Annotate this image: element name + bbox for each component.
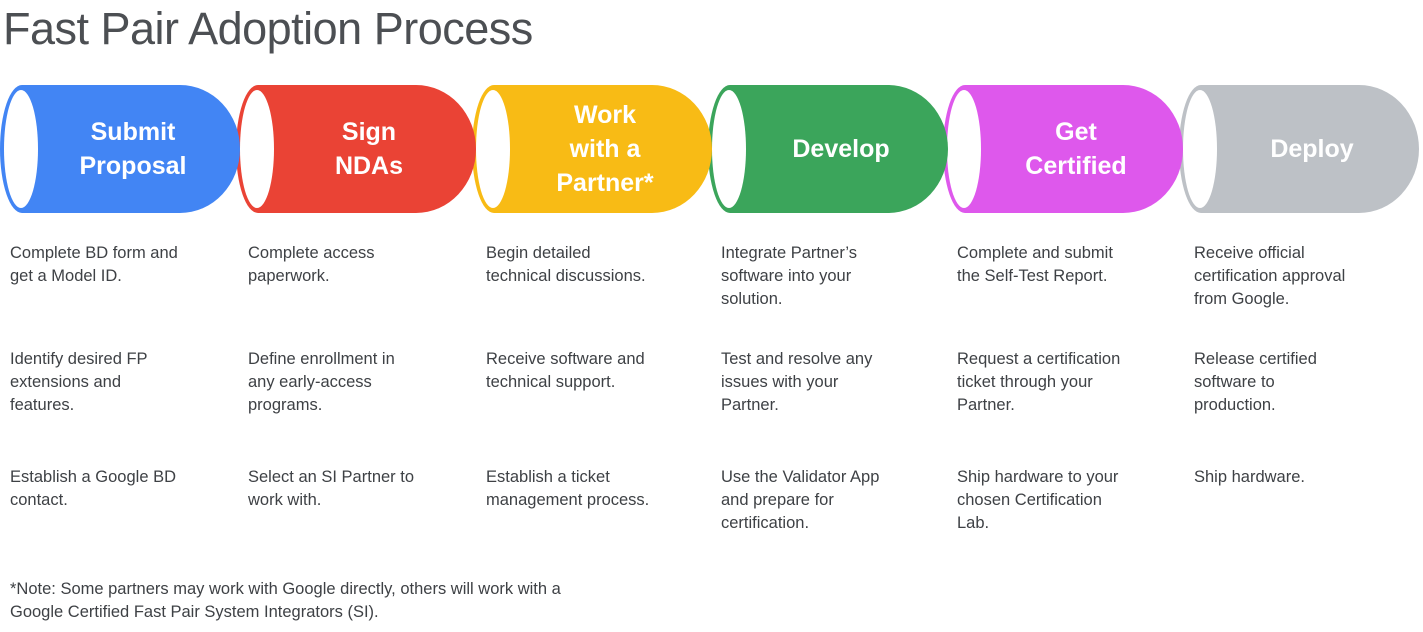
page-title: Fast Pair Adoption Process <box>3 3 533 54</box>
note-item: Complete BD form and get a Model ID. <box>10 244 178 285</box>
stage-arrow-shape <box>943 85 1183 213</box>
note-item: Establish a Google BD contact. <box>10 468 177 509</box>
note-item: Select an SI Partner to work with. <box>248 468 415 509</box>
stage-notch <box>947 90 981 208</box>
note-item: Receive official certification approval … <box>1194 244 1346 308</box>
stage-pill <box>1179 85 1419 213</box>
stage-arrow-shape <box>1179 85 1419 213</box>
stage-develop: Develop <box>708 85 949 213</box>
stage-pill <box>708 85 948 213</box>
stage-notch <box>4 90 38 208</box>
stage-label: Work with a Partner* <box>556 101 654 197</box>
note-item: Ship hardware to your chosen Certificati… <box>957 468 1119 532</box>
note-item: Release certified software to production… <box>1194 350 1317 414</box>
stage-work-with-partner: Work with a Partner* <box>472 85 713 213</box>
stage-arrow-shape <box>472 85 712 213</box>
stage-notch <box>476 90 510 208</box>
note-item: Ship hardware. <box>1194 468 1305 486</box>
note-item: Use the Validator App and prepare for ce… <box>721 468 880 532</box>
note-item: Complete access paperwork. <box>248 244 375 285</box>
stage-notch <box>1183 90 1217 208</box>
stage-arrow-shape <box>236 85 476 213</box>
note-item: Identify desired FP extensions and featu… <box>10 350 148 414</box>
stage-pill <box>236 85 476 213</box>
footnote: *Note: Some partners may work with Googl… <box>10 580 561 621</box>
stage-label: Sign NDAs <box>334 118 404 180</box>
stage-notch <box>712 90 746 208</box>
note-item: Begin detailed technical discussions. <box>486 244 646 285</box>
stage-arrow-shape <box>708 85 948 213</box>
stage-get-certified: Get Certified <box>943 85 1184 213</box>
stage-pill <box>943 85 1183 213</box>
stage-arrow-shape <box>0 85 240 213</box>
stage-submit-proposal: Submit Proposal <box>0 85 241 213</box>
note-item: Receive software and technical support. <box>486 350 645 391</box>
note-item: Request a certification ticket through y… <box>957 350 1121 414</box>
stage-notch <box>240 90 274 208</box>
stage-pill <box>0 85 240 213</box>
stage-label: Get Certified <box>1025 118 1127 180</box>
note-item: Establish a ticket management process. <box>486 468 650 509</box>
stage-label: Deploy <box>1270 135 1354 163</box>
note-item: Integrate Partner’s software into your s… <box>721 244 858 308</box>
note-item: Complete and submit the Self-Test Report… <box>957 244 1113 285</box>
stage-label: Submit Proposal <box>79 118 187 180</box>
stage-sign-ndas: Sign NDAs <box>236 85 477 213</box>
stage-label: Develop <box>792 135 890 163</box>
stage-pill <box>472 85 712 213</box>
note-item: Test and resolve any issues with your Pa… <box>721 350 873 414</box>
note-item: Define enrollment in any early-access pr… <box>248 350 395 414</box>
stage-deploy: Deploy <box>1179 85 1420 213</box>
